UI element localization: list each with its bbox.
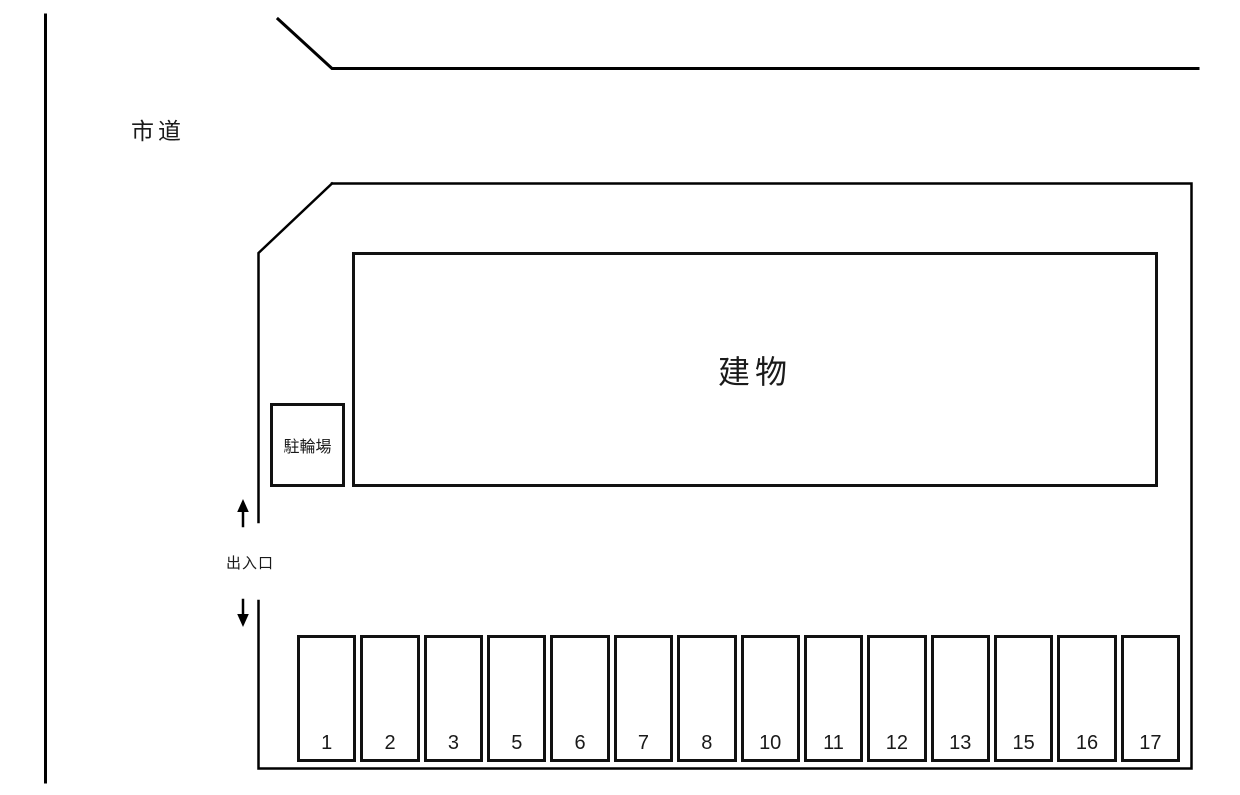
building-area: 建物	[352, 252, 1158, 487]
parking-stall-number: 5	[511, 732, 523, 754]
parking-stall: 2	[360, 635, 420, 762]
parking-stall-number: 16	[1075, 732, 1099, 754]
parking-stall-number: 1	[321, 732, 333, 754]
entrance-label: 出入口	[225, 555, 274, 572]
parking-stall-number: 11	[823, 732, 844, 754]
property-boundary-main	[257, 182, 1193, 770]
parking-stall-number: 6	[574, 732, 586, 754]
parking-stall: 5	[487, 635, 547, 762]
parking-stall-number: 10	[759, 732, 782, 754]
parking-stall-number: 3	[447, 732, 459, 754]
parking-stall-number: 17	[1139, 732, 1162, 754]
parking-stall-number: 7	[637, 732, 650, 754]
parking-stall: 16	[1057, 635, 1117, 762]
entrance-arrow-up-icon	[237, 499, 249, 528]
building-label: 建物	[717, 353, 792, 390]
parking-stall: 17	[1120, 635, 1181, 762]
parking-stall-number: 12	[885, 732, 909, 754]
bicycle-parking-area: 駐輪場	[270, 403, 345, 487]
parking-stall: 1	[297, 635, 357, 762]
property-boundary-upper-left	[257, 181, 334, 524]
parking-stall: 13	[930, 635, 990, 762]
parking-stall: 11	[803, 635, 864, 762]
parking-stall-number: 8	[701, 732, 713, 754]
bicycle-parking-label: 駐輪場	[283, 439, 332, 456]
parking-stall-number: 2	[384, 732, 396, 754]
parking-stall-number: 15	[1012, 732, 1035, 754]
parking-stall: 12	[867, 635, 927, 762]
road-top-line	[275, 16, 1200, 70]
parking-stall: 8	[677, 635, 737, 762]
parking-stall: 15	[993, 635, 1054, 762]
parking-stall: 7	[613, 635, 674, 762]
entrance-arrow-down-icon	[237, 598, 249, 627]
parking-stall: 6	[550, 635, 610, 762]
parking-stalls-row: 1 2 3 5 6 7 8	[297, 635, 1181, 762]
road-label: 市道	[131, 118, 185, 144]
parking-stall-number: 13	[949, 732, 972, 754]
parking-stall: 10	[740, 635, 800, 762]
parking-stall: 3	[423, 635, 484, 762]
